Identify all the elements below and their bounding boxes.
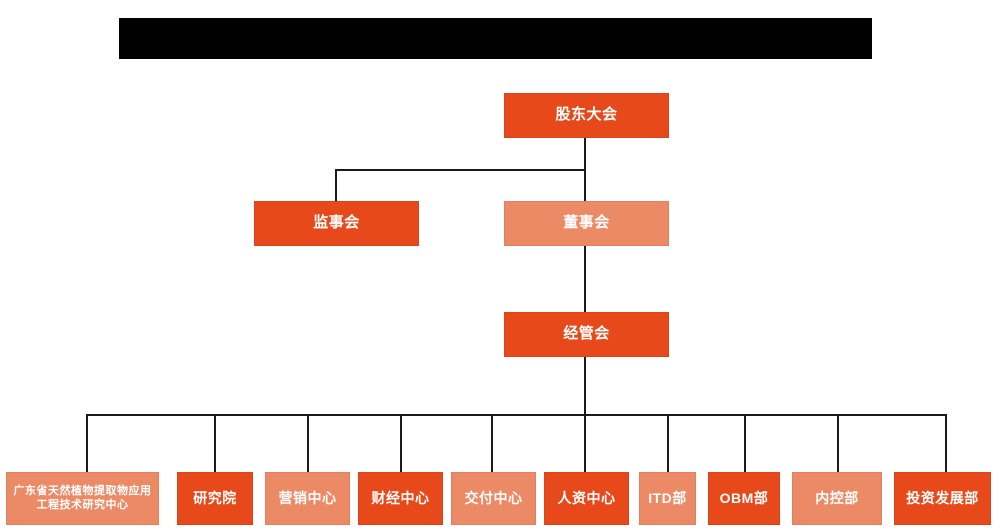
node-obm-department[interactable]: OBM部	[708, 472, 780, 525]
node-marketing-center-label: 营销中心	[278, 489, 337, 506]
node-management[interactable]: 经管会	[504, 312, 669, 357]
connector-drop-itd-department	[667, 414, 669, 472]
node-internal-control-department-label: 内控部	[815, 489, 859, 506]
node-shareholders[interactable]: 股东大会	[504, 93, 669, 138]
node-board[interactable]: 董事会	[504, 201, 669, 246]
connector-level2-horizontal	[335, 169, 586, 171]
node-research-institute-label: 研究院	[193, 489, 237, 506]
connector-board-drop	[584, 169, 586, 201]
connector-departments-horizontal	[86, 414, 946, 416]
node-investment-development-department-label: 投资发展部	[906, 489, 979, 506]
node-finance-center-label: 财经中心	[371, 489, 430, 506]
node-finance-center[interactable]: 财经中心	[358, 472, 443, 525]
node-obm-department-label: OBM部	[719, 489, 769, 506]
node-hr-center[interactable]: 人资中心	[544, 472, 629, 525]
connector-drop-gd-research-center	[86, 414, 88, 472]
connector-drop-delivery-center	[491, 414, 493, 472]
node-gd-research-center[interactable]: 广东省天然植物提取物应用工程技术研究中心	[6, 472, 159, 525]
node-shareholders-label: 股东大会	[555, 106, 618, 124]
connector-drop-investment-development-department	[945, 414, 947, 472]
node-marketing-center[interactable]: 营销中心	[265, 472, 350, 525]
connector-drop-internal-control-department	[837, 414, 839, 472]
node-research-institute[interactable]: 研究院	[177, 472, 253, 525]
connector-management-trunk	[584, 357, 586, 416]
node-supervisory-label: 监事会	[313, 214, 360, 232]
node-internal-control-department[interactable]: 内控部	[792, 472, 882, 525]
node-board-label: 董事会	[563, 214, 610, 232]
connector-board-to-management	[584, 245, 586, 312]
connector-supervisory-drop	[335, 169, 337, 201]
node-hr-center-label: 人资中心	[557, 489, 616, 506]
node-itd-department-label: ITD部	[648, 489, 687, 506]
connector-shareholders-trunk	[584, 138, 586, 171]
node-itd-department[interactable]: ITD部	[639, 472, 696, 525]
title-banner	[119, 18, 872, 59]
node-gd-research-center-label: 广东省天然植物提取物应用工程技术研究中心	[13, 484, 152, 511]
node-delivery-center[interactable]: 交付中心	[451, 472, 536, 525]
connector-drop-obm-department	[744, 414, 746, 472]
node-investment-development-department[interactable]: 投资发展部	[894, 472, 991, 525]
node-supervisory[interactable]: 监事会	[254, 201, 419, 246]
connector-drop-finance-center	[400, 414, 402, 472]
node-management-label: 经管会	[563, 325, 610, 343]
connector-drop-hr-center	[584, 414, 586, 472]
node-delivery-center-label: 交付中心	[464, 489, 523, 506]
connector-drop-research-institute	[214, 414, 216, 472]
connector-drop-marketing-center	[307, 414, 309, 472]
